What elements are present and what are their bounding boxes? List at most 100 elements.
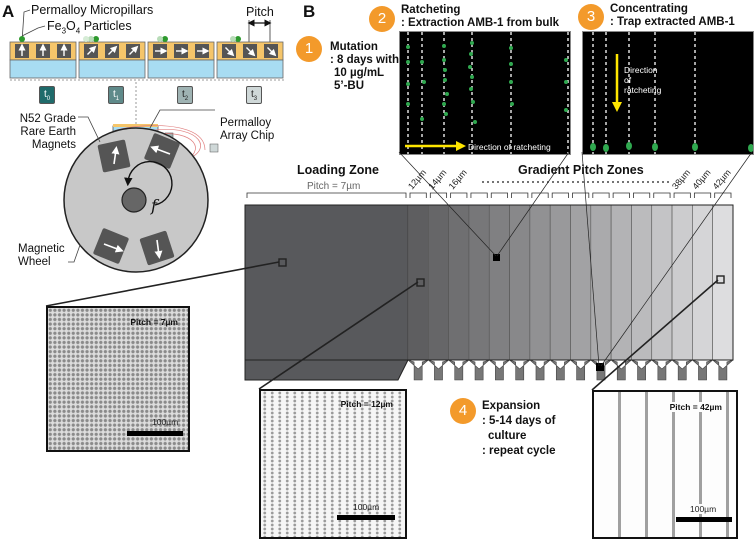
zone-bracket <box>693 192 712 198</box>
gradient-zone <box>448 204 470 361</box>
sample-marker <box>416 278 425 287</box>
bacterium-cell <box>509 62 513 66</box>
gradient-zone <box>590 204 612 361</box>
bacterium-cell <box>470 41 474 45</box>
gradient-zone <box>651 204 673 361</box>
zone-bracket <box>450 192 468 198</box>
bacterium-cell <box>406 82 410 86</box>
panel-b-letter: B <box>303 2 316 21</box>
step-1-badge: 1 <box>296 36 322 62</box>
gradient-zone <box>712 204 734 361</box>
micrograph-42um: Pitch = 42µm 100µm <box>592 390 738 539</box>
step-4-badge: 4 <box>450 398 476 424</box>
loading-zone-title: Loading Zone <box>297 163 379 177</box>
step-1-text: Mutation : 8 days with 10 µg/mL 5’-BU <box>330 41 400 92</box>
panel-a-schematic <box>9 9 285 273</box>
trapped-cell-cluster <box>626 142 632 150</box>
sample-marker <box>716 275 725 284</box>
loading-zone-pitch: Pitch = 7µm <box>307 181 361 192</box>
trap-outlet <box>509 359 531 381</box>
bacterium-cell <box>471 100 475 104</box>
bacterium-cell <box>406 102 410 106</box>
ratchet-direction-label: Direction of ratcheting <box>468 142 551 152</box>
trap-outlet <box>468 359 490 381</box>
trap-outlet <box>590 359 612 381</box>
trap-outlet <box>489 359 510 381</box>
trap-outlet <box>631 359 652 381</box>
concentrate-direction-label: Direction of ratcheting <box>624 65 662 95</box>
gradient-zone <box>610 204 632 361</box>
magnet-4 <box>139 230 175 266</box>
bacterium-cell <box>564 108 568 112</box>
gradient-zone <box>468 204 490 361</box>
zone-pitch-label: 40µm <box>690 167 712 191</box>
trapped-cell-cluster <box>652 143 658 151</box>
time-step-badge: t1 <box>108 86 124 104</box>
time-step-badge: t0 <box>39 86 55 104</box>
bacterium-cell <box>443 68 447 72</box>
pillar-segment <box>147 36 215 79</box>
trap-outlet <box>712 359 734 381</box>
zone-bracket <box>714 192 732 198</box>
magnetization-arrow-icon <box>107 45 118 56</box>
particles-leader <box>21 25 46 37</box>
step-2-badge: 2 <box>369 6 395 32</box>
magnetization-arrow-icon <box>86 45 97 56</box>
gradient-zone <box>488 204 510 361</box>
bacterium-cell <box>564 58 568 62</box>
magnetization-arrow-icon <box>266 46 277 57</box>
bacterium-cell <box>444 112 448 116</box>
zone-bracket <box>551 192 569 198</box>
bacterium-cell <box>422 80 426 84</box>
concentrating-image: Direction of ratcheting <box>582 31 754 155</box>
zone-pitch-label: 42µm <box>711 167 733 191</box>
bacterium-cell <box>420 60 424 64</box>
zone-bracket <box>511 192 529 198</box>
bacterium-cell <box>468 65 472 69</box>
bacterium-cell <box>445 92 449 96</box>
bacterium-cell <box>564 80 568 84</box>
pillar-segment <box>216 36 284 79</box>
trapped-cell-cluster <box>603 144 609 152</box>
trap-outlet <box>610 359 632 381</box>
particles-label: Fe3O4 Particles <box>47 19 132 36</box>
step-3-text: Concentrating : Trap extracted AMB-1 <box>610 3 735 28</box>
scale-bar <box>676 517 732 522</box>
scale-bar <box>337 515 395 520</box>
ratchet-marker <box>493 254 500 261</box>
zone-pitch-label: 12µm <box>406 167 428 191</box>
trap-outlet <box>428 359 449 381</box>
pillar-segment <box>78 36 146 79</box>
time-step-badge: t3 <box>246 86 262 104</box>
bacterium-cell <box>442 102 446 106</box>
gradient-zone <box>631 204 653 361</box>
zone-pitch-label: 16µm <box>447 167 469 191</box>
bacterium-cell <box>442 44 446 48</box>
gradient-zones-title: Gradient Pitch Zones <box>518 163 644 177</box>
zone-bracket <box>612 192 630 198</box>
gradient-zone <box>692 204 713 361</box>
trap-outlet <box>570 359 592 381</box>
micrograph-7um: Pitch = 7µm 100µm <box>46 306 190 452</box>
zone-bracket <box>531 192 549 198</box>
panel-a-letter: A <box>2 2 15 21</box>
time-step-badge: t2 <box>177 86 193 104</box>
micropillars-label: Permalloy Micropillars <box>31 3 154 17</box>
gradient-zone <box>549 204 571 361</box>
zone-bracket <box>653 192 671 198</box>
magnetization-arrow-icon <box>245 46 256 57</box>
particle-icon <box>162 36 168 42</box>
bacterium-cell <box>509 80 513 84</box>
ratcheting-image: Direction of ratcheting <box>399 31 571 155</box>
frequency-label: f <box>151 196 157 215</box>
zone-bracket <box>429 192 448 198</box>
pillar-segment <box>9 36 77 79</box>
trap-outlet <box>529 359 551 381</box>
trapped-cell-cluster <box>692 143 698 151</box>
zone-pitch-label: 38µm <box>670 167 692 191</box>
bacterium-cell <box>406 45 410 49</box>
trap-outlet <box>448 359 470 381</box>
